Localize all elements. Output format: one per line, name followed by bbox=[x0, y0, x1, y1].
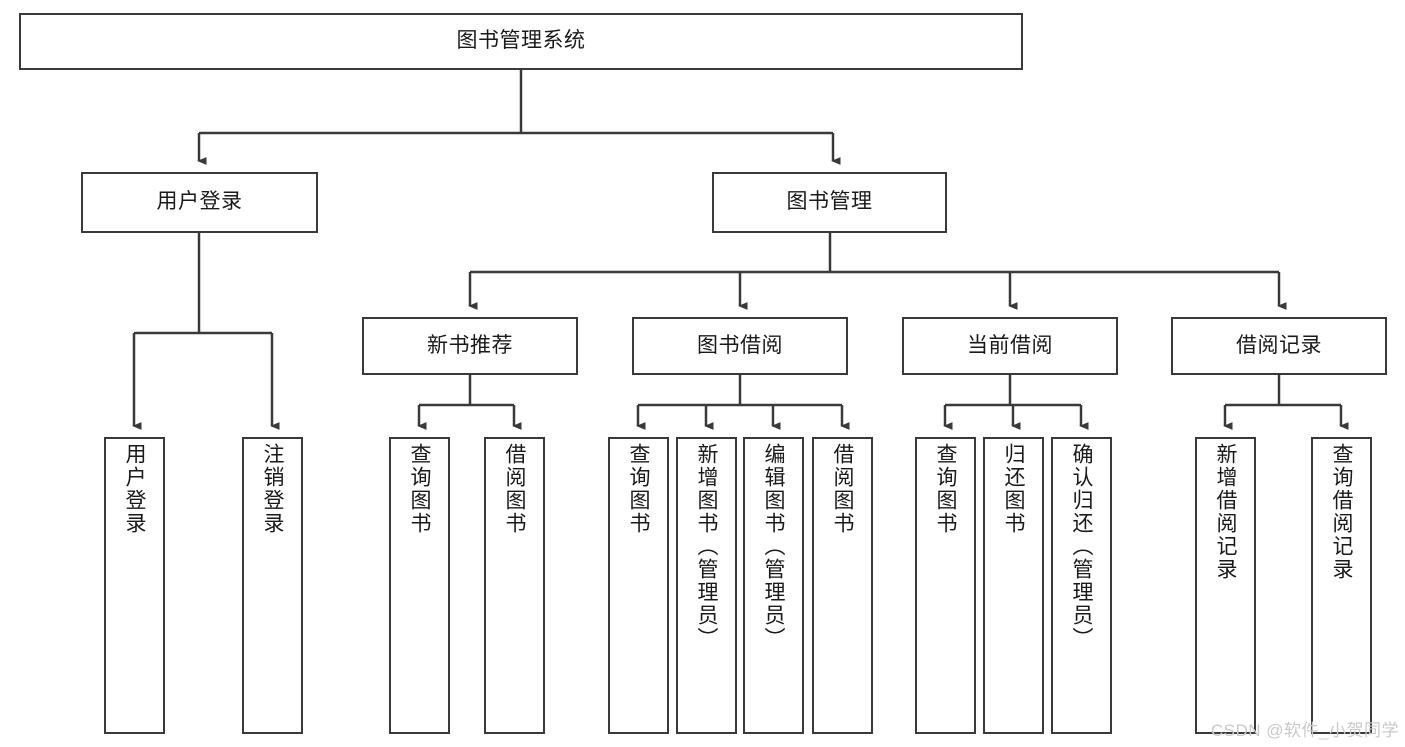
leaf-query-book-recommend[interactable]: 查询图书 bbox=[389, 437, 450, 734]
node-label: 查询图书 bbox=[627, 443, 650, 535]
node-label: 查询借阅记录 bbox=[1330, 443, 1353, 581]
node-label: 借阅记录 bbox=[1236, 333, 1322, 357]
node-label: 注销登录 bbox=[261, 443, 284, 535]
leaf-edit-book-admin[interactable]: 编辑图书（管理员） bbox=[743, 437, 804, 734]
node-label: 新增借阅记录 bbox=[1214, 443, 1237, 581]
csdn-watermark: CSDN @软件_小贺同学 bbox=[1210, 721, 1399, 740]
node-label: 新增图书（管理员） bbox=[695, 443, 718, 650]
node-label: 确认归还（管理员） bbox=[1070, 443, 1093, 650]
node-root-book-management-system[interactable]: 图书管理系统 bbox=[19, 13, 1023, 70]
node-label: 新书推荐 bbox=[427, 333, 513, 357]
leaf-query-borrow-record[interactable]: 查询借阅记录 bbox=[1311, 437, 1372, 734]
leaf-return-book[interactable]: 归还图书 bbox=[983, 437, 1044, 734]
node-borrow-record[interactable]: 借阅记录 bbox=[1171, 317, 1387, 375]
node-label: 借阅图书 bbox=[831, 443, 854, 535]
node-label: 图书管理 bbox=[786, 190, 873, 214]
node-label: 用户登录 bbox=[123, 443, 146, 535]
node-new-book-recommend[interactable]: 新书推荐 bbox=[362, 317, 578, 375]
node-label: 用户登录 bbox=[156, 190, 243, 214]
leaf-confirm-return-admin[interactable]: 确认归还（管理员） bbox=[1051, 437, 1112, 734]
node-label: 查询图书 bbox=[934, 443, 957, 535]
leaf-borrow-book[interactable]: 借阅图书 bbox=[812, 437, 873, 734]
node-label: 归还图书 bbox=[1002, 443, 1025, 535]
node-label: 图书借阅 bbox=[697, 333, 783, 357]
leaf-add-borrow-record[interactable]: 新增借阅记录 bbox=[1195, 437, 1256, 734]
leaf-query-book-borrow[interactable]: 查询图书 bbox=[608, 437, 669, 734]
node-label: 图书管理系统 bbox=[456, 29, 586, 53]
leaf-query-book-current[interactable]: 查询图书 bbox=[915, 437, 976, 734]
node-book-management[interactable]: 图书管理 bbox=[712, 172, 947, 233]
node-label: 借阅图书 bbox=[503, 443, 526, 535]
node-label: 查询图书 bbox=[408, 443, 431, 535]
leaf-add-book-admin[interactable]: 新增图书（管理员） bbox=[676, 437, 737, 734]
node-label: 当前借阅 bbox=[967, 333, 1053, 357]
node-label: 编辑图书（管理员） bbox=[762, 443, 785, 650]
leaf-borrow-book-recommend[interactable]: 借阅图书 bbox=[484, 437, 545, 734]
node-user-login[interactable]: 用户登录 bbox=[81, 172, 318, 233]
leaf-user-login[interactable]: 用户登录 bbox=[104, 437, 165, 734]
node-book-borrow[interactable]: 图书借阅 bbox=[632, 317, 848, 375]
leaf-logout-login[interactable]: 注销登录 bbox=[242, 437, 303, 734]
node-current-borrow[interactable]: 当前借阅 bbox=[902, 317, 1118, 375]
